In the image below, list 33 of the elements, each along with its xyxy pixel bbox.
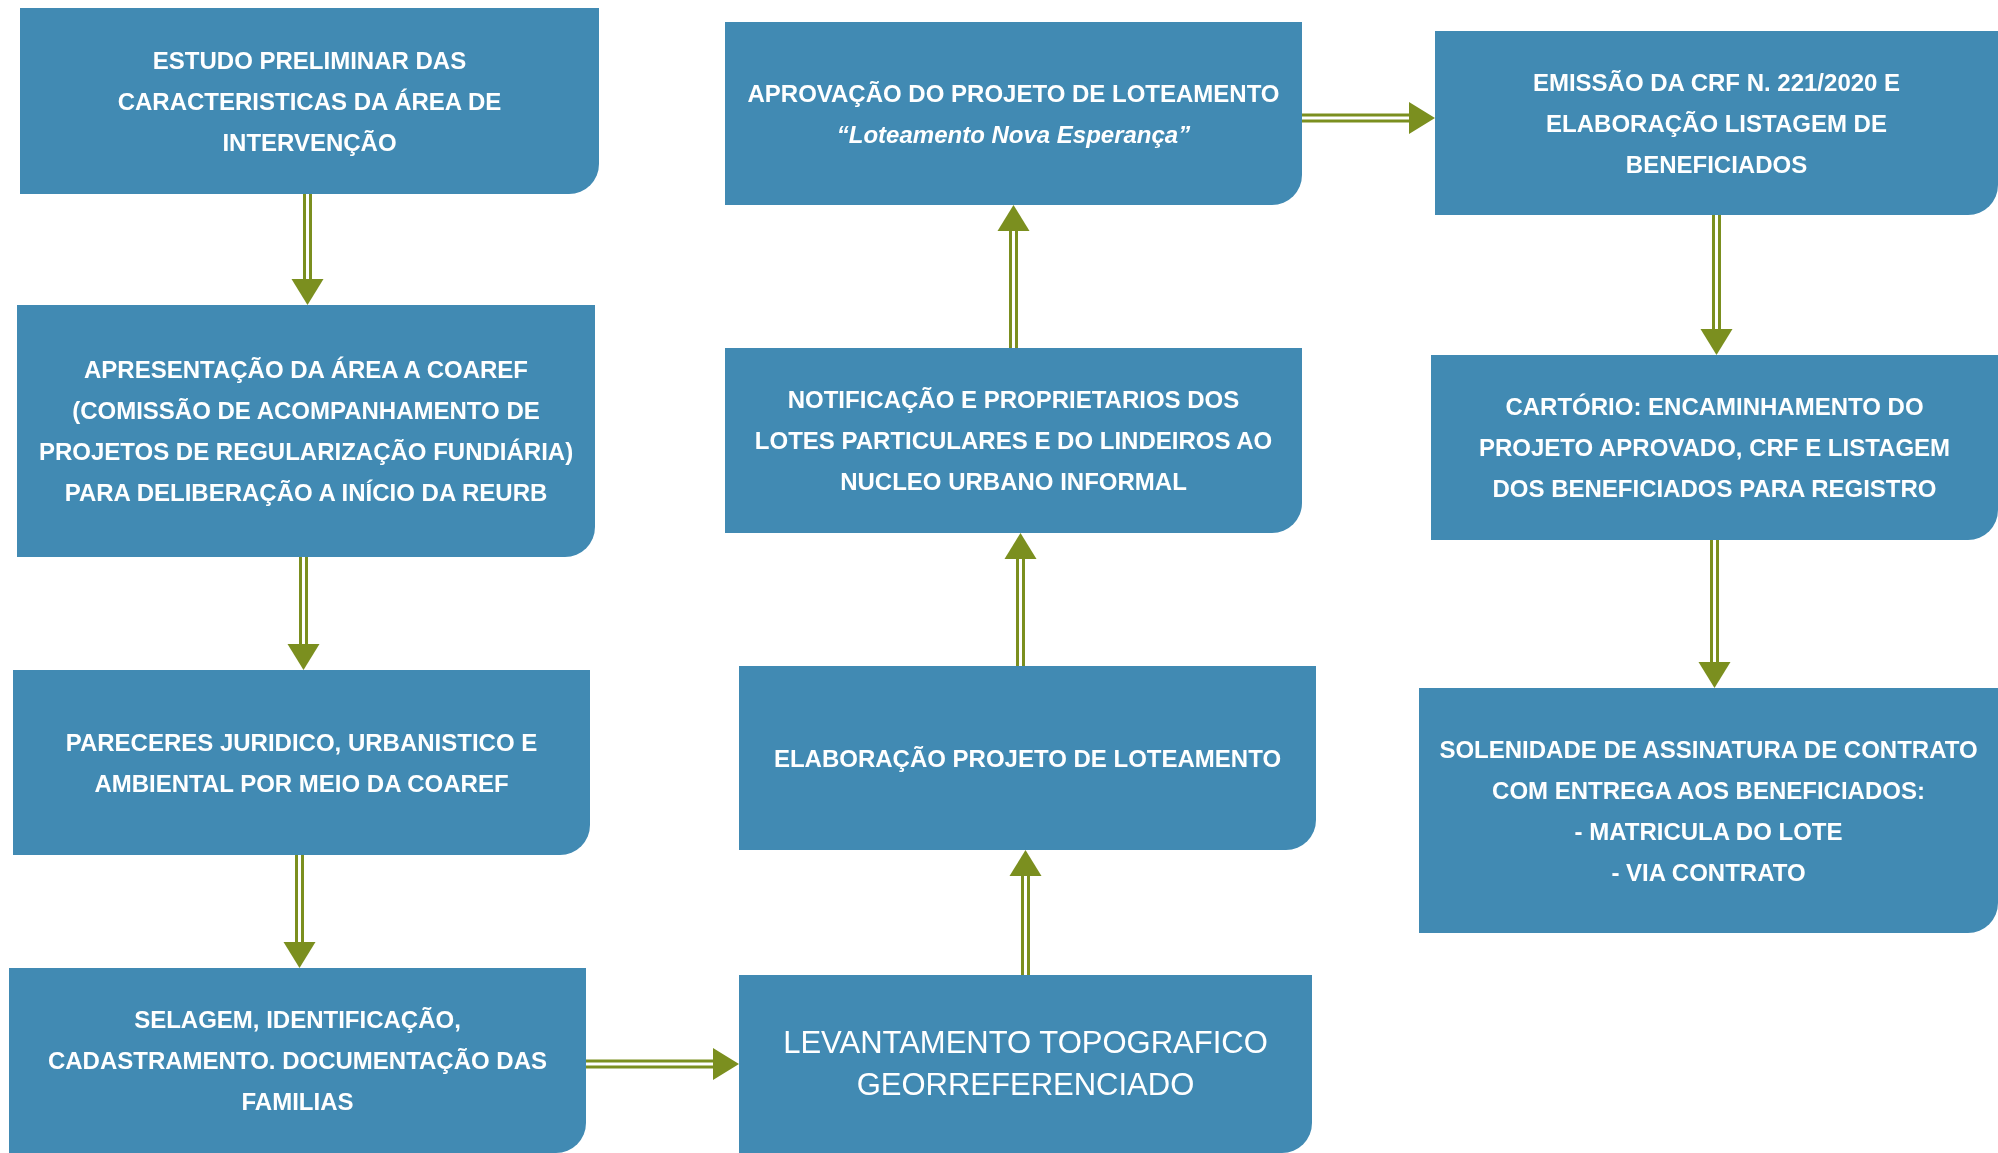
box-text: CARTÓRIO: ENCAMINHAMENTO DO PROJETO APROVADO, CRF E LISTAGEM DOS BENEFICIADOS PARA REGISTRO	[1477, 392, 1952, 504]
box-text: - VIA CONTRATO	[1611, 857, 1806, 888]
process-box	[13, 670, 590, 855]
box-text: NOTIFICAÇÃO E PROPRIETARIOS DOS LOTES PARTICULARES E DO LINDEIROS AO NUCLEO URBANO INFORMAL	[753, 385, 1274, 497]
box-text: ESTUDO PRELIMINAR DAS CARACTERISTICAS DA ÁREA DE INTERVENÇÃO	[116, 45, 503, 158]
box-text: PARECERES JURIDICO, URBANISTICO E AMBIENTAL POR MEIO DA COAREF	[64, 727, 539, 799]
double-arrow	[1700, 213, 1733, 355]
box-text: APRESENTAÇÃO DA ÁREA A COAREF (COMISSÃO DE ACOMPANHAMENTO DE PROJETOS DE REGULARIZAÇÃO FUNDIÁRIA) PARA DELIBERAÇÃO A INÍCIO DA REURB	[37, 355, 575, 508]
process-box	[20, 8, 599, 194]
box-text: ELABORAÇÃO PROJETO DE LOTEAMENTO	[773, 743, 1282, 774]
process-box	[1431, 355, 1998, 540]
process-box	[9, 968, 586, 1153]
box-text: APROVAÇÃO DO PROJETO DE LOTEAMENTO	[747, 78, 1280, 109]
box-text: SOLENIDADE DE ASSINATURA DE CONTRATO COM ENTREGA AOS BENEFICIADOS:	[1439, 734, 1978, 806]
process-box	[1435, 31, 1998, 215]
box-text: EMISSÃO DA CRF N. 221/2020 E ELABORAÇÃO LISTAGEM DE BENEFICIADOS	[1531, 67, 1902, 180]
box-text: SELAGEM, IDENTIFICAÇÃO, CADASTRAMENTO. DOCUMENTAÇÃO DAS FAMILIAS	[46, 1005, 549, 1117]
process-box	[739, 666, 1316, 850]
double-arrow	[283, 853, 316, 968]
process-box	[1419, 688, 1998, 933]
quote-text: “Loteamento Nova Esperança”	[836, 119, 1191, 150]
process-box	[739, 975, 1312, 1153]
double-arrow	[287, 555, 320, 670]
double-arrow	[1698, 538, 1731, 688]
double-arrow	[291, 192, 324, 305]
double-arrow	[997, 205, 1030, 350]
box-text: - MATRICULA DO LOTE	[1574, 816, 1843, 847]
process-box	[725, 348, 1302, 533]
box-text: LEVANTAMENTO TOPOGRAFICO GEORREFERENCIADO	[782, 1024, 1269, 1104]
process-box	[725, 22, 1302, 205]
double-arrow	[1004, 533, 1037, 668]
double-arrow	[1009, 850, 1042, 977]
process-box	[17, 305, 595, 557]
